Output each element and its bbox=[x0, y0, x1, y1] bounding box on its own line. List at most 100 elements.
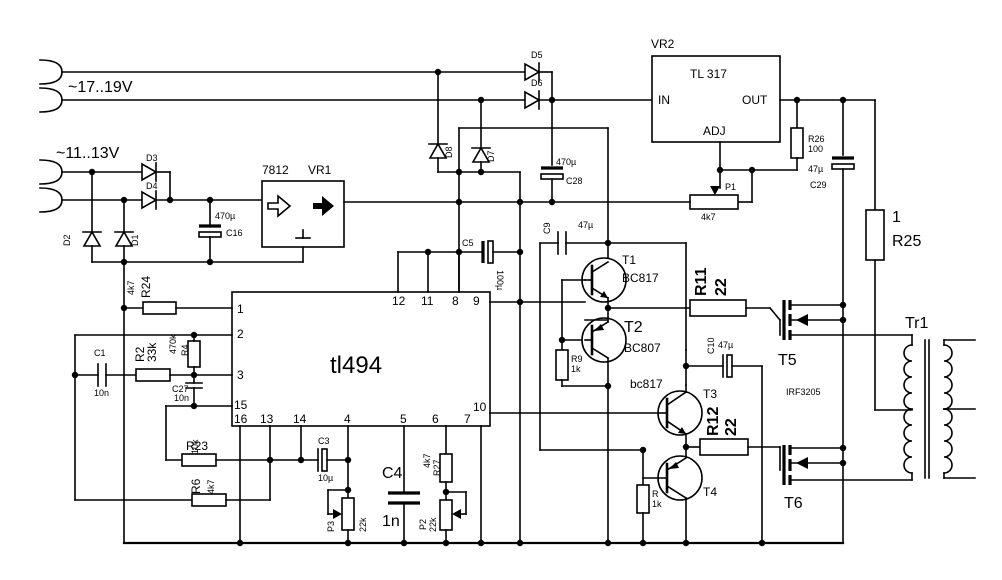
vr2-adj-label: ADJ bbox=[703, 124, 726, 138]
ic-pin-1: 1 bbox=[237, 302, 244, 316]
pot-p1 bbox=[689, 194, 739, 210]
ic-pin-9: 9 bbox=[473, 294, 480, 308]
vr1-ref: VR1 bbox=[308, 163, 332, 177]
c27-ref: C27 bbox=[172, 384, 189, 394]
c5-value: 100µ bbox=[495, 270, 505, 290]
r27-ref: R27 bbox=[432, 459, 442, 476]
pot-p3 bbox=[341, 497, 355, 531]
r9-ref: R9 bbox=[571, 354, 583, 364]
diode-d4 bbox=[141, 190, 158, 210]
resistor-r24 bbox=[142, 301, 177, 315]
ic-pin-4: 4 bbox=[344, 412, 351, 426]
t5-part: IRF3205 bbox=[786, 387, 821, 397]
vr2-ref: VR2 bbox=[651, 37, 675, 51]
resistor-r23 bbox=[181, 453, 217, 467]
c9-value: 47µ bbox=[578, 220, 593, 230]
transistor-t3 bbox=[657, 390, 703, 436]
c27-value: 10n bbox=[174, 393, 189, 403]
vr1-output-arrow-icon bbox=[313, 196, 334, 216]
r25-value: 1 bbox=[892, 209, 901, 226]
t3-ref: T3 bbox=[703, 387, 717, 401]
r2-ref: R2 bbox=[133, 346, 147, 362]
input-high-label: ~17..19V bbox=[68, 79, 133, 96]
tr1-ref: Tr1 bbox=[905, 315, 929, 332]
d4-label: D4 bbox=[146, 181, 158, 191]
vr1-input-arrow-icon bbox=[267, 194, 292, 218]
resistor-r12 bbox=[699, 438, 749, 456]
vr1-part: 7812 bbox=[262, 163, 289, 177]
ic-pin-2: 2 bbox=[237, 327, 244, 341]
c28-value: 470µ bbox=[556, 157, 576, 167]
t1-ref: T1 bbox=[622, 253, 636, 267]
t3-part: bc817 bbox=[630, 377, 663, 391]
resistor-r bbox=[636, 484, 650, 514]
input-low-terminals bbox=[39, 159, 63, 213]
p3-ref: P3 bbox=[326, 521, 336, 532]
ic-tl494 bbox=[231, 291, 491, 427]
r23-value: 10k bbox=[190, 439, 200, 454]
junction-dots bbox=[71, 68, 847, 547]
ic-pin-7: 7 bbox=[464, 412, 471, 426]
r24-value: 4k7 bbox=[126, 280, 136, 295]
input-high-terminals bbox=[39, 59, 63, 113]
ic-pin-12: 12 bbox=[392, 294, 406, 308]
t6-ref: T6 bbox=[784, 495, 803, 512]
resistor-r26 bbox=[790, 127, 804, 159]
d1-label: D1 bbox=[130, 234, 140, 246]
r4-ref: R4 bbox=[180, 344, 190, 356]
ic-pin-5: 5 bbox=[400, 412, 407, 426]
c29-ref: C29 bbox=[810, 180, 827, 190]
c10-value: 47µ bbox=[718, 340, 733, 350]
d5-label: D5 bbox=[531, 50, 543, 60]
d2-label: D2 bbox=[62, 234, 72, 246]
c3-ref: C3 bbox=[318, 436, 330, 446]
diode-d2 bbox=[82, 230, 102, 247]
p2-ref: P2 bbox=[418, 519, 428, 530]
r-ref: R bbox=[652, 489, 659, 499]
ic-pin-3: 3 bbox=[237, 368, 244, 382]
c9-ref: C9 bbox=[542, 222, 552, 234]
r6-ref: R6 bbox=[189, 478, 203, 494]
r6-value: 4k7 bbox=[206, 479, 216, 494]
r24-ref: R24 bbox=[139, 276, 153, 298]
transformer-tr1 bbox=[903, 334, 976, 481]
vr2-part: TL 317 bbox=[690, 67, 727, 81]
t4-ref: T4 bbox=[703, 485, 717, 499]
ic-pin-13: 13 bbox=[260, 412, 274, 426]
t2-part: BC807 bbox=[624, 341, 661, 355]
diode-d6 bbox=[524, 90, 541, 110]
t5-ref: T5 bbox=[778, 352, 797, 369]
c5-ref: C5 bbox=[462, 238, 474, 248]
c29-value: 47µ bbox=[808, 164, 823, 174]
c16-value: 470µ bbox=[215, 211, 235, 221]
d3-label: D3 bbox=[146, 153, 158, 163]
r12-ref: R12 bbox=[705, 407, 722, 436]
r25-ref: R25 bbox=[892, 233, 921, 250]
r26-value: 100 bbox=[808, 144, 823, 154]
ic-pin-14: 14 bbox=[293, 412, 307, 426]
r9-value: 1k bbox=[571, 364, 581, 374]
r11-ref: R11 bbox=[693, 267, 710, 296]
ic-pin-6: 6 bbox=[432, 412, 439, 426]
resistor-r6 bbox=[191, 493, 227, 507]
diode-d3 bbox=[141, 162, 158, 182]
p3-value: 22k bbox=[358, 517, 368, 532]
ic-pin-16: 16 bbox=[234, 412, 248, 426]
c16-ref: C16 bbox=[226, 228, 243, 238]
pot-p2 bbox=[439, 499, 453, 531]
c1-ref: C1 bbox=[94, 348, 106, 358]
t1-part: BC817 bbox=[622, 271, 659, 285]
d7-label: D7 bbox=[486, 150, 496, 162]
c4-ref: C4 bbox=[382, 465, 403, 482]
p1-ref: P1 bbox=[725, 182, 736, 192]
p2-value: 22k bbox=[428, 517, 438, 532]
r2-value: 33k bbox=[145, 342, 159, 362]
r23-ref: R23 bbox=[186, 439, 208, 453]
resistor-r25 bbox=[865, 209, 885, 261]
d8-label: D8 bbox=[444, 146, 454, 158]
ic-pin-10: 10 bbox=[473, 400, 487, 414]
r12-value: 22 bbox=[723, 418, 740, 436]
c10-ref: C10 bbox=[706, 337, 716, 354]
c3-value: 10µ bbox=[318, 473, 333, 483]
p1-value: 4k7 bbox=[701, 212, 716, 222]
